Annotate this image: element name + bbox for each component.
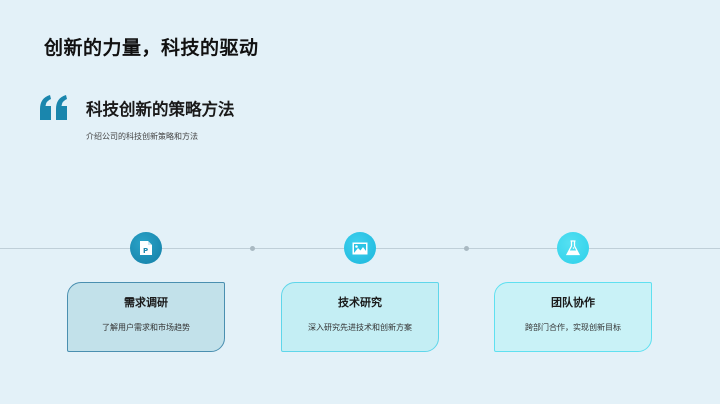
svg-text:P: P: [143, 247, 148, 255]
card-title: 团队协作: [551, 296, 595, 309]
section-subtitle: 介绍公司的科技创新策略和方法: [86, 132, 198, 141]
section-title: 科技创新的策略方法: [86, 100, 235, 119]
quote-icon: [40, 95, 67, 120]
step-card-tech[interactable]: 技术研究 深入研究先进技术和创新方案: [281, 282, 439, 352]
step-card-research[interactable]: 需求调研 了解用户需求和市场趋势: [67, 282, 225, 352]
step-icon-team: [557, 232, 589, 264]
page-title: 创新的力量，科技的驱动: [44, 37, 259, 59]
card-title: 技术研究: [338, 296, 382, 309]
card-title: 需求调研: [124, 296, 168, 309]
timeline-dot: [250, 246, 255, 251]
card-description: 了解用户需求和市场趋势: [102, 323, 190, 332]
step-card-team[interactable]: 团队协作 跨部门合作，实现创新目标: [494, 282, 652, 352]
image-icon: [352, 242, 368, 254]
step-icon-tech: [344, 232, 376, 264]
timeline-dot: [464, 246, 469, 251]
document-p-icon: P: [140, 241, 152, 255]
flask-icon: [566, 240, 580, 256]
step-icon-research: P: [130, 232, 162, 264]
card-description: 跨部门合作，实现创新目标: [525, 323, 621, 332]
card-description: 深入研究先进技术和创新方案: [308, 323, 412, 332]
